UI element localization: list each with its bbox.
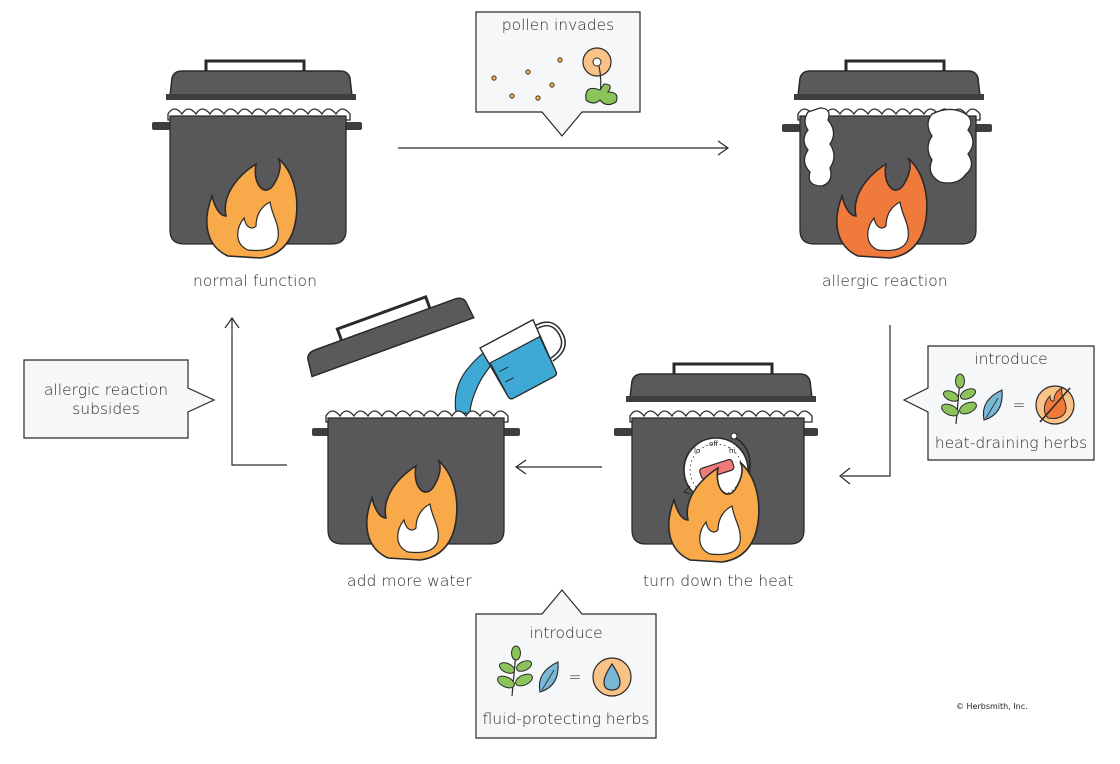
callout-heat-draining-box xyxy=(902,345,1095,461)
label-normal-function: normal function xyxy=(193,272,318,290)
flame-icon xyxy=(366,459,458,561)
copyright: © Herbsmith, Inc. xyxy=(956,702,1028,711)
callout-fluid-protecting-box xyxy=(475,589,657,739)
water-drop-icon xyxy=(592,657,632,697)
fluid-caption: fluid-protecting herbs xyxy=(482,710,650,728)
label-allergic-reaction: allergic reaction xyxy=(822,272,948,290)
subsides-line-1: allergic reaction xyxy=(43,381,169,399)
leaf-sprig-icon xyxy=(941,373,977,425)
heat-caption: heat-draining herbs xyxy=(934,434,1088,452)
dial-hi: hi xyxy=(729,447,736,455)
lid-open-icon xyxy=(307,294,475,378)
no-fire-icon xyxy=(1035,385,1075,425)
lid-icon xyxy=(626,362,816,402)
arrow-normal-to-allergic xyxy=(398,140,730,156)
subsides-line-2: subsides xyxy=(72,400,140,418)
pollen-flower-icon xyxy=(582,47,618,106)
heat-title: introduce xyxy=(974,350,1048,368)
foam-overflow-left xyxy=(803,107,835,187)
flame-icon xyxy=(668,461,760,563)
flame-icon xyxy=(836,157,928,259)
equals-sign: = xyxy=(1012,396,1026,414)
measuring-cup-icon xyxy=(454,318,566,415)
pollen-dots xyxy=(491,57,563,101)
leaf-sprig-icon xyxy=(497,645,533,697)
flame-icon xyxy=(206,157,298,259)
flow-arrows xyxy=(224,140,891,485)
dial-lo: lo xyxy=(694,447,701,455)
callout-pollen-box xyxy=(475,11,641,137)
arrow-allergic-to-turn-down xyxy=(839,325,891,485)
pollen-title: pollen invades xyxy=(501,16,615,34)
arrow-turn-down-to-add-water xyxy=(514,459,602,475)
equals-sign: = xyxy=(568,668,582,686)
label-turn-down-heat: turn down the heat xyxy=(643,572,794,590)
fluid-title: introduce xyxy=(529,624,603,642)
pot-allergic-reaction xyxy=(782,59,992,259)
arrow-add-water-to-normal xyxy=(224,316,287,466)
lid-icon xyxy=(166,59,356,100)
foam-overflow-right xyxy=(927,108,974,184)
pot-turn-down-heat xyxy=(614,362,818,563)
pot-normal-function xyxy=(152,59,362,259)
blue-leaf-icon xyxy=(538,661,559,693)
pot-add-more-water xyxy=(307,294,566,561)
label-add-more-water: add more water xyxy=(347,572,472,590)
dial-off: off xyxy=(709,440,719,448)
callout-subsides-box xyxy=(23,359,216,439)
lid-icon xyxy=(794,59,984,100)
blue-leaf-icon xyxy=(982,389,1003,421)
